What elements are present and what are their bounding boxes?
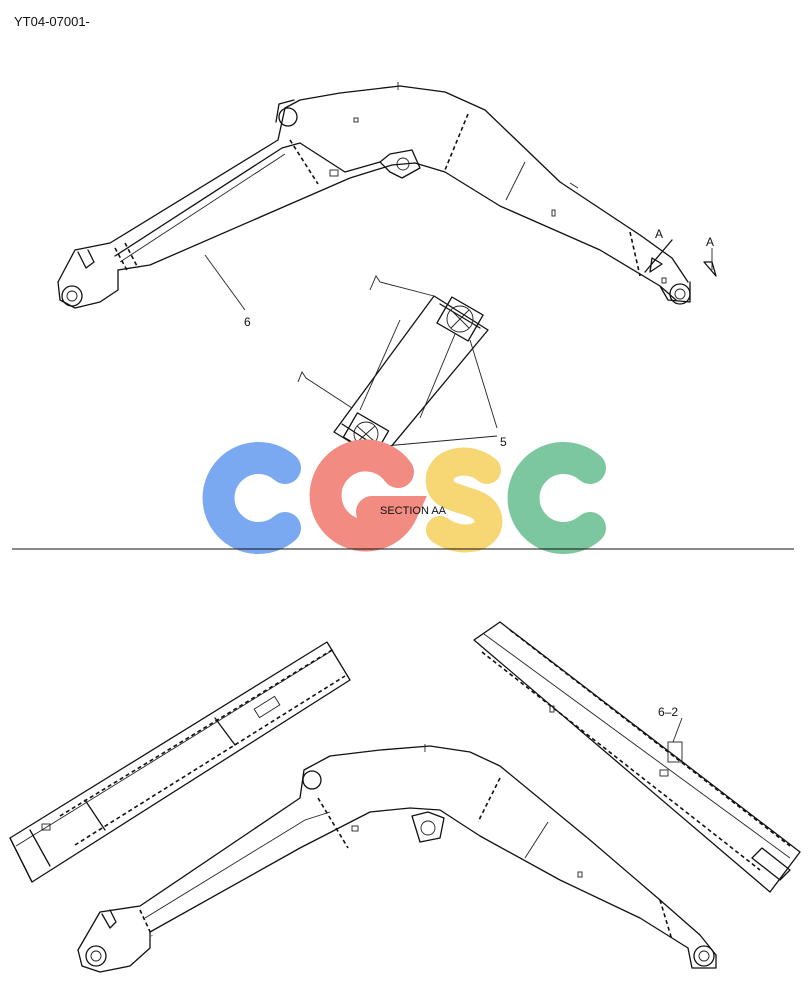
section-marker-top: A: [655, 227, 663, 241]
boom-body-bottom: [77, 744, 717, 973]
callout-6-2: 6–2: [658, 705, 678, 719]
section-caption: SECTION AA: [380, 505, 447, 517]
section-aa-view: [297, 275, 498, 461]
callout-5: 5: [500, 435, 507, 449]
section-marker-arrow: A: [706, 235, 714, 249]
boom-assembly: [57, 82, 717, 311]
cgsc-watermark-logo: [202, 439, 606, 554]
part-code: YT04-07001-: [14, 14, 90, 29]
arm-segment-right: [473, 621, 801, 893]
callout-6: 6: [244, 315, 251, 329]
arm-segment-left: [9, 641, 351, 883]
